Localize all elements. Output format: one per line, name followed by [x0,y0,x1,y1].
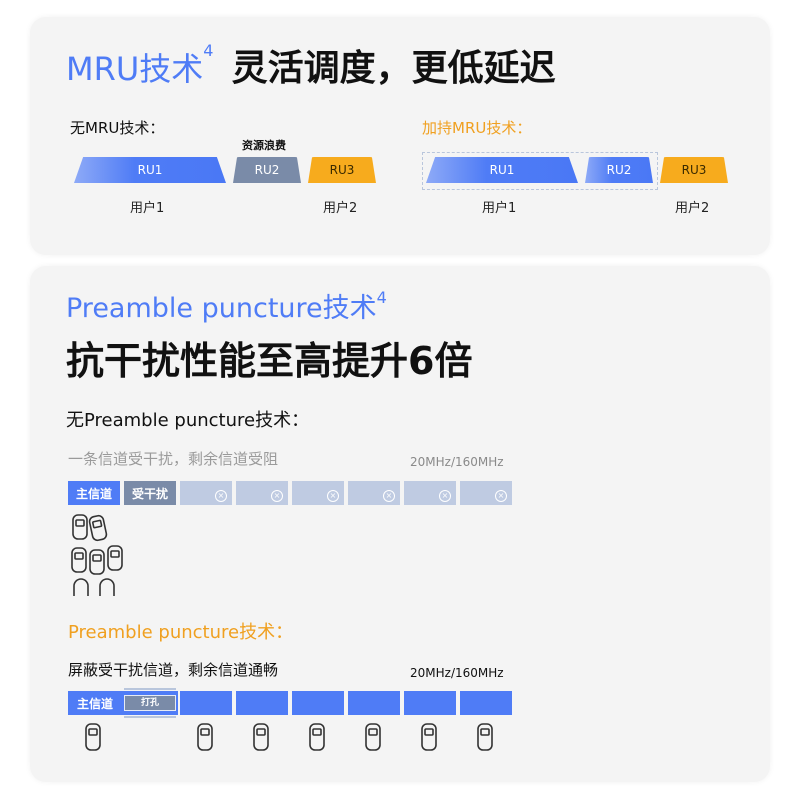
mru-title-main: 灵活调度，更低延迟 [231,48,556,89]
ru2-block-wasted: RU2 [233,157,301,183]
ru3-block: RU3 [308,157,376,183]
blocked-channel: × [180,481,232,505]
clear-channel [180,691,232,715]
primary-channel-label: 主信道 [75,486,112,501]
waste-label: 资源浪费 [242,139,286,152]
close-circle-icon: × [495,490,507,502]
without-preamble-label: 无Preamble puncture技术： [66,410,310,431]
blocked-channel: × [348,481,400,505]
car-icon [365,723,381,751]
preamble-title-main: 抗干扰性能至高提升6倍 [66,339,473,383]
car-icon [477,723,493,751]
footnote-marker: 4 [203,41,214,60]
footnote-marker: 4 [376,288,387,307]
close-circle-icon: × [327,490,339,502]
ru2-label: RU2 [606,163,632,177]
ru2-label: RU2 [254,163,280,177]
clear-channel [348,691,400,715]
puncture-badge: 打孔 [124,695,176,711]
user2-label: 用户2 [675,201,710,216]
bandwidth-label: 20MHz/160MHz [410,455,504,469]
ru2-block-merged: RU2 [585,157,653,183]
clear-channel [292,691,344,715]
puncture-line-top [124,688,176,690]
with-preamble-label: Preamble puncture技术： [68,622,294,643]
user1-label: 用户1 [130,201,165,216]
without-desc: 一条信道受干扰，剩余信道受阻 [68,450,279,468]
close-circle-icon: × [215,490,227,502]
close-circle-icon: × [439,490,451,502]
ru1-label: RU1 [489,163,515,177]
mru-heading: MRU技术4 灵活调度，更低延迟 [66,39,556,91]
merged-ru-outline [422,152,658,190]
preamble-title-accent: Preamble puncture技术4 [66,286,387,325]
user1-label: 用户1 [482,201,517,216]
car-icon [197,723,213,751]
ru1-label: RU1 [137,163,163,177]
ru1-block: RU1 [426,157,578,183]
without-mru-label: 无MRU技术： [70,119,165,137]
with-mru-label: 加持MRU技术： [422,119,532,137]
clear-channel [460,691,512,715]
bandwidth-label: 20MHz/160MHz [410,666,504,680]
punctured-channel: 打孔 [122,688,178,718]
car-icon [309,723,325,751]
primary-channel: 主信道 [68,691,122,715]
ru3-block: RU3 [660,157,728,183]
mru-card: MRU技术4 灵活调度，更低延迟 无MRU技术： 资源浪费 RU1 RU2 RU… [30,17,770,255]
ru1-block: RU1 [74,157,226,183]
puncture-line-bottom [124,716,176,718]
car-icon [253,723,269,751]
blocked-channel: × [460,481,512,505]
primary-channel-label: 主信道 [76,696,113,711]
car-icon [85,723,101,751]
with-desc: 屏蔽受干扰信道，剩余信道通畅 [68,661,279,679]
close-circle-icon: × [383,490,395,502]
user2-label: 用户2 [323,201,358,216]
clear-channel [404,691,456,715]
car-icon [421,723,437,751]
ru3-label: RU3 [681,163,707,177]
blocked-channel: × [404,481,456,505]
preamble-card: Preamble puncture技术4 抗干扰性能至高提升6倍 无Preamb… [30,266,770,782]
traffic-jam-cars-icon [71,514,123,596]
ru3-label: RU3 [329,163,355,177]
blocked-channel: × [236,481,288,505]
interfered-channel: 受干扰 [124,481,176,505]
preamble-title-text: Preamble puncture技术 [66,293,377,324]
close-circle-icon: × [271,490,283,502]
blocked-channel: × [292,481,344,505]
interfered-channel-label: 受干扰 [131,486,168,501]
mru-title-accent: MRU技术 [66,50,204,88]
primary-channel: 主信道 [68,481,120,505]
clear-channel [236,691,288,715]
